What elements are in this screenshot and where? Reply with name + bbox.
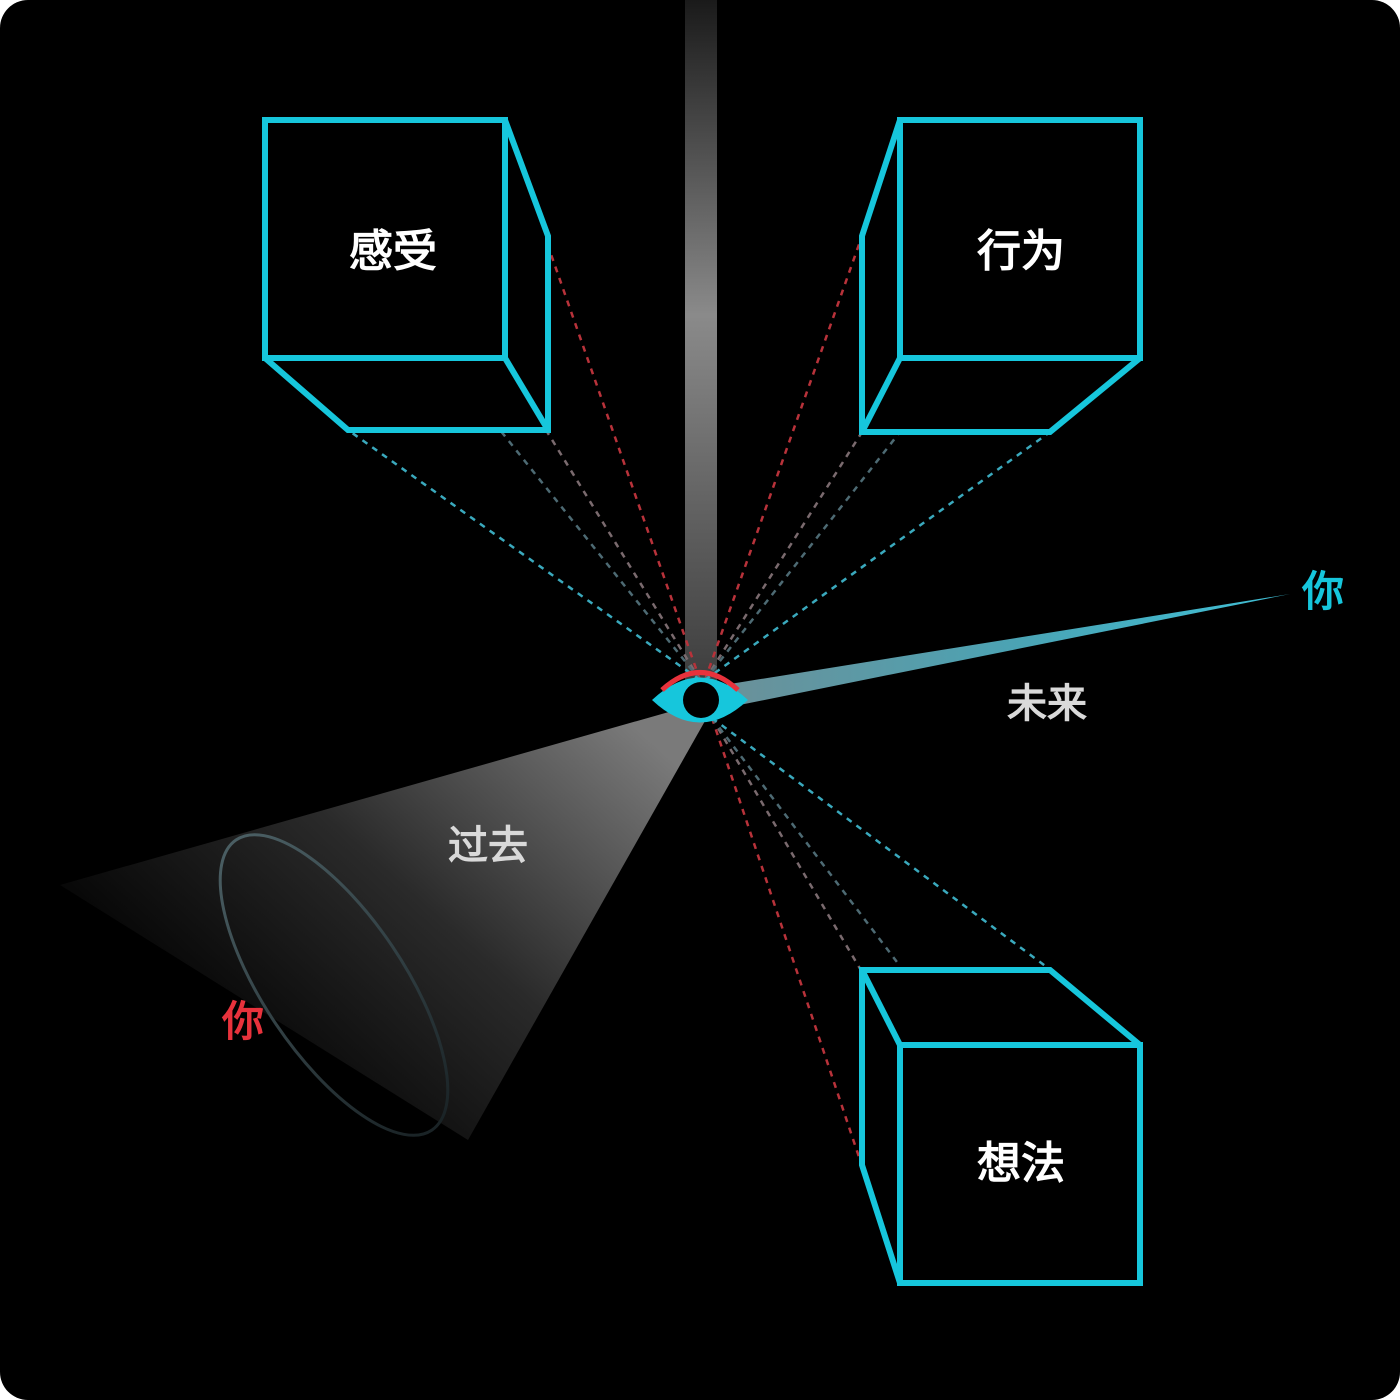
you-future-label: 你 [1301, 567, 1345, 616]
cube-label-thought: 想法 [977, 1138, 1065, 1189]
cube-thought [859, 967, 1143, 1286]
cube-feeling [262, 117, 551, 433]
cube-label-feeling: 感受 [349, 226, 437, 277]
cube-behavior [859, 117, 1143, 435]
timeline-past-label: 过去 [448, 823, 528, 869]
you-past-label: 你 [221, 997, 265, 1046]
timeline-future-label: 未来 [1007, 681, 1087, 727]
past-cone-ring [218, 833, 450, 1137]
sightlines [347, 235, 1051, 1161]
vertical-beam [685, 0, 717, 700]
eye-icon [652, 670, 748, 723]
past-cone [60, 698, 718, 1140]
cube-label-behavior: 行为 [977, 226, 1065, 277]
future-beam [705, 594, 1290, 712]
